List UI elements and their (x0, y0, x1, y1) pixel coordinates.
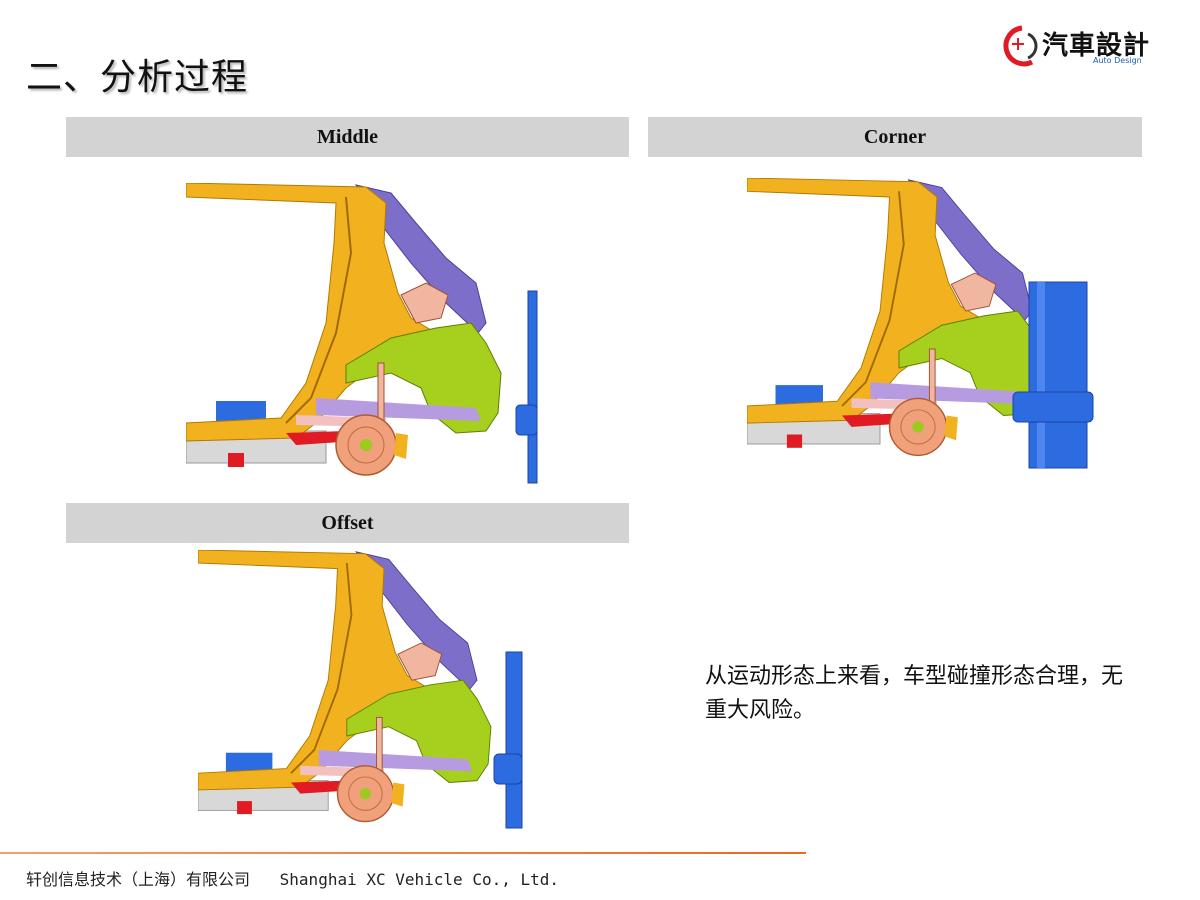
corner-impact-figure (747, 178, 1094, 469)
company-logo: 汽車設計 Auto Design (998, 22, 1163, 72)
footer-divider (0, 852, 806, 854)
logo-sub-text: Auto Design (1093, 56, 1142, 65)
footer-company-en: Shanghai XC Vehicle Co., Ltd. (279, 870, 560, 889)
panel-label-middle: Middle (66, 117, 629, 157)
impact-barrier (1012, 281, 1094, 469)
page-title: 二、分析过程 (26, 57, 249, 98)
offset-impact-figure (198, 550, 523, 829)
panel-label-corner: Corner (648, 117, 1142, 157)
panel-label-offset: Offset (66, 503, 629, 543)
footer-company-cn: 轩创信息技术（上海）有限公司 (26, 870, 251, 889)
footer: 轩创信息技术（上海）有限公司 Shanghai XC Vehicle Co., … (26, 866, 559, 890)
logo-mark-icon (1003, 25, 1038, 67)
conclusion-note: 从运动形态上来看，车型碰撞形态合理，无重大风险。 (705, 664, 1124, 723)
impact-barrier (515, 290, 538, 484)
middle-impact-figure (186, 183, 538, 484)
logo-brand-text: 汽車設計 (1042, 31, 1151, 61)
impact-barrier (493, 651, 523, 829)
